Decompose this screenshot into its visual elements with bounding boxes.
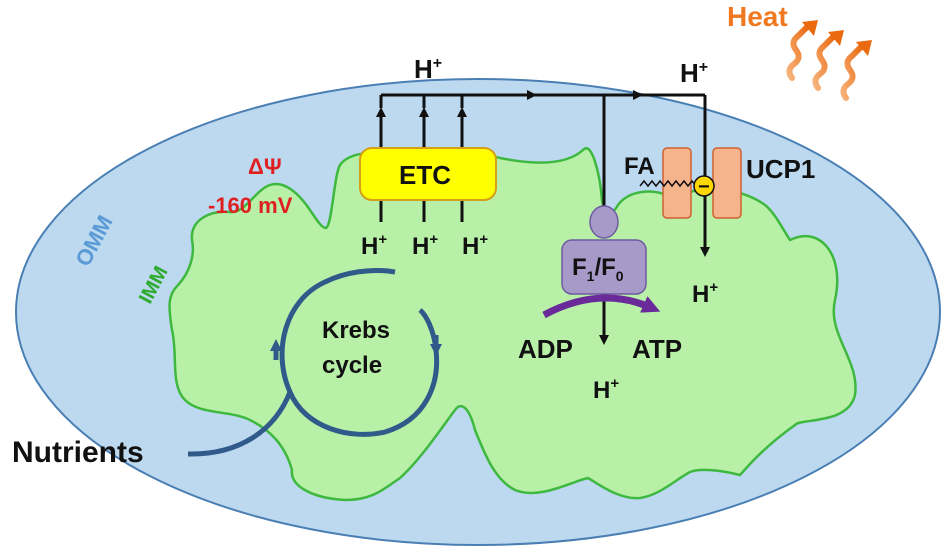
krebs-cycle-label-line1: Krebs (322, 317, 390, 344)
proton-label-synthase: H+ (593, 375, 619, 404)
heat-arrows-icon (786, 23, 865, 101)
krebs-cycle-label-line2: cycle (322, 352, 382, 379)
nutrients-arrow (187, 391, 293, 457)
ucp1-charge-circle (693, 175, 715, 197)
adp-label: ADP (518, 334, 573, 364)
atp-synthase (561, 239, 647, 295)
proton-label-ucp1: H+ (692, 279, 718, 308)
heat-label: Heat (727, 1, 788, 32)
heat-arrowheads (802, 20, 872, 56)
atp-synthase-stalk (589, 205, 619, 239)
ucp1-charge: − (698, 176, 710, 198)
etc-label: ETC (399, 160, 451, 190)
proton-label-matrix-3: H+ (462, 231, 488, 260)
atp-synthase-label: F1/F0 (572, 254, 624, 284)
proton-label-matrix-2: H+ (412, 231, 438, 260)
proton-label-top-right: H+ (680, 58, 708, 88)
fatty-acid-chain (639, 179, 697, 188)
ucp1-label: UCP1 (746, 154, 815, 184)
nutrients-label: Nutrients (12, 436, 144, 469)
proton-label-matrix-1: H+ (361, 231, 387, 260)
etc-complex (359, 147, 497, 201)
inner-membrane (168, 147, 857, 502)
atp-label: ATP (632, 334, 682, 364)
fa-label: FA (624, 153, 655, 180)
membrane-potential-symbol: ΔΨ (248, 154, 282, 179)
proton-label-top: H+ (414, 54, 442, 84)
adp-to-atp-arrow (542, 294, 661, 319)
membrane-potential-value: -160 mV (208, 193, 293, 218)
ucp1-right (712, 147, 742, 219)
